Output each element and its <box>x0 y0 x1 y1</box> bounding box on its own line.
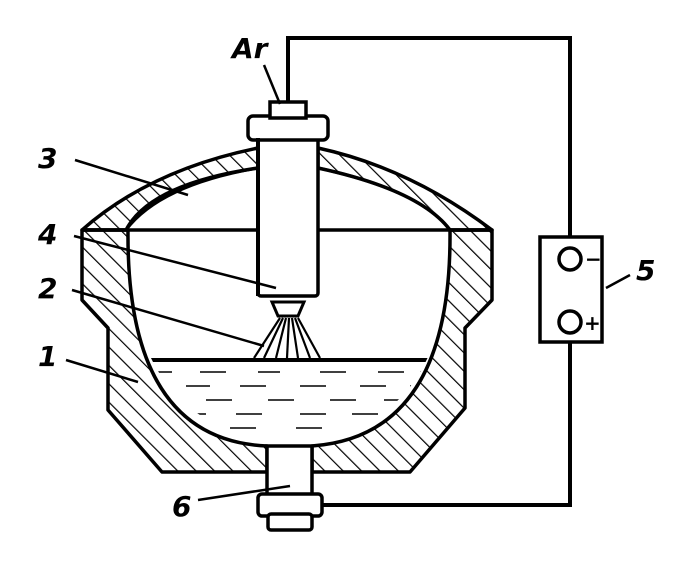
electrode <box>246 100 330 298</box>
wire-bottom <box>322 342 572 507</box>
nozzle <box>269 300 307 318</box>
bottom-electrode <box>256 444 324 532</box>
label-1: 1 <box>38 340 57 373</box>
crucible-wall <box>80 228 494 474</box>
electrode-body <box>256 136 320 298</box>
circuit-wires <box>286 36 572 507</box>
label-ar: Ar <box>230 32 270 65</box>
minus-sign: − <box>585 247 602 271</box>
label-3: 3 <box>38 142 57 175</box>
terminal-negative <box>557 246 583 272</box>
power-supply: − + <box>538 235 604 344</box>
plasma-arc <box>253 317 321 359</box>
label-5: 5 <box>636 254 655 287</box>
leader-lines <box>65 64 631 502</box>
wire-top <box>286 36 572 237</box>
label-2: 2 <box>38 272 57 305</box>
gas-inlet <box>268 100 308 120</box>
terminal-positive <box>557 309 583 335</box>
bottom-electrode-end <box>266 512 314 532</box>
plus-sign: + <box>584 311 601 335</box>
label-4: 4 <box>37 218 57 251</box>
label-6: 6 <box>172 490 191 523</box>
